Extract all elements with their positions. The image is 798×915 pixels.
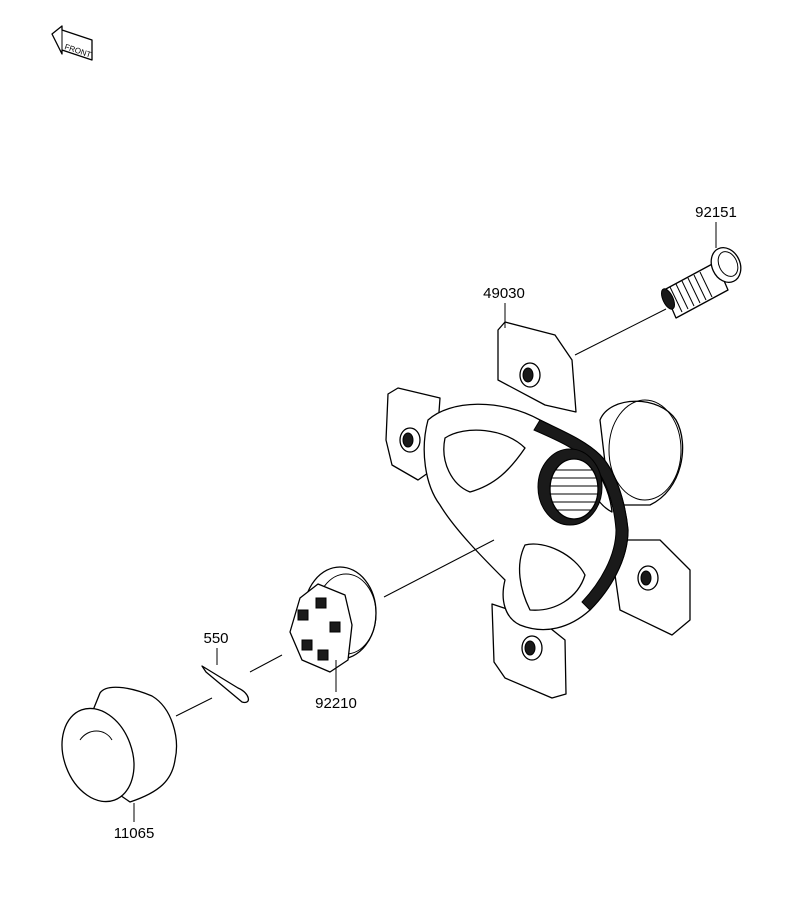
part-label-11065: 11065	[114, 825, 155, 842]
cotter-pin-drawing	[201, 654, 283, 704]
part-label-92210: 92210	[315, 695, 357, 712]
leader-lines	[133, 222, 717, 822]
part-label-49030: 49030	[483, 285, 525, 302]
part-label-92151: 92151	[695, 204, 737, 221]
hub-assembly-drawing	[385, 321, 691, 699]
part-label-550: 550	[203, 630, 228, 647]
hub-cap-drawing	[61, 686, 213, 803]
castle-nut-drawing	[289, 539, 495, 673]
front-direction-badge: FRONT	[51, 25, 93, 61]
stud-bolt-drawing	[574, 246, 742, 356]
